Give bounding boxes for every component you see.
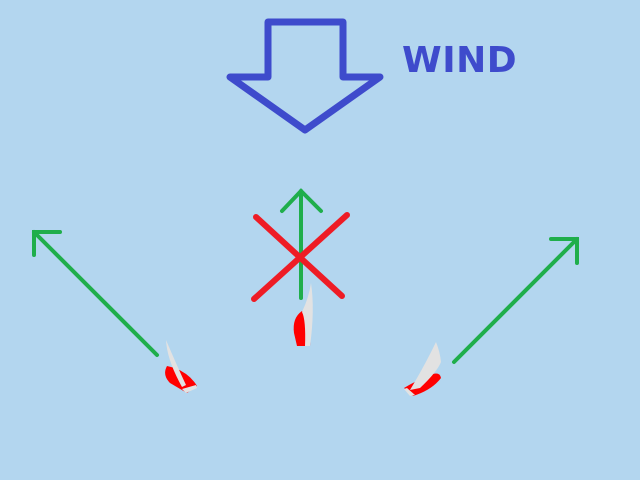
sailboat-left bbox=[165, 340, 197, 393]
sailboat-center bbox=[293, 283, 313, 346]
wind-arrow-icon bbox=[226, 18, 384, 134]
wind-label: WIND bbox=[402, 40, 518, 81]
upwind-course-arrow bbox=[280, 188, 323, 300]
sailboat-right bbox=[404, 342, 441, 396]
right-course-arrow bbox=[452, 237, 579, 364]
left-course-arrow bbox=[32, 230, 159, 357]
no-go-cross-icon bbox=[251, 212, 350, 302]
